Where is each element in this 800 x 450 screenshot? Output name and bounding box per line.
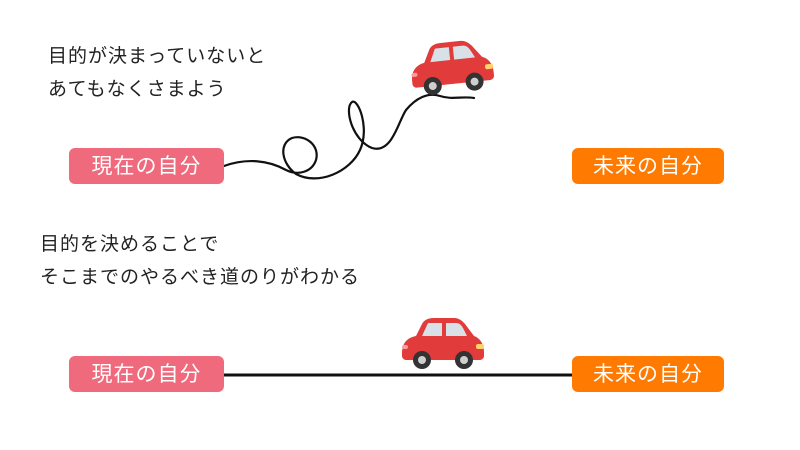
car-icon [411, 40, 495, 96]
purpose-caption-line-1: 目的を決めることで [40, 233, 220, 255]
future-self-badge-top: 未来の自分 [572, 148, 724, 184]
wandering-path [222, 93, 476, 180]
future-self-badge-bottom: 未来の自分 [572, 356, 724, 392]
current-self-badge-top: 現在の自分 [69, 148, 224, 184]
wandering-caption: 目的が決まっていないと あてもなくさまよう [48, 40, 266, 106]
car-icon [402, 318, 484, 369]
purpose-caption: 目的を決めることで そこまでのやるべき道のりがわかる [40, 228, 360, 294]
wandering-caption-line-1: 目的が決まっていないと [48, 45, 267, 67]
current-self-badge-bottom: 現在の自分 [69, 356, 224, 392]
purpose-caption-line-2: そこまでのやるべき道のりがわかる [40, 266, 361, 288]
wandering-caption-line-2: あてもなくさまよう [48, 78, 227, 100]
